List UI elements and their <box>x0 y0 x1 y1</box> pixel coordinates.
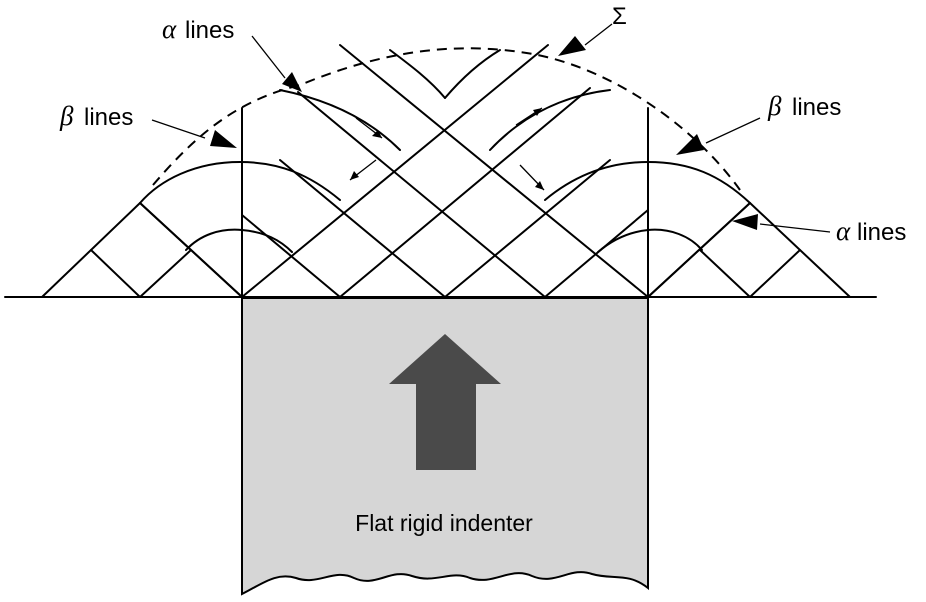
arrowhead-icon <box>210 130 237 148</box>
svg-text:α: α <box>836 216 851 246</box>
shear-indicators <box>349 107 545 191</box>
svg-text:β: β <box>767 91 782 121</box>
svg-text:lines: lines <box>857 219 906 246</box>
label-pointers <box>151 23 831 233</box>
svg-text:lines: lines <box>84 104 133 131</box>
slip-line-mesh <box>41 44 851 298</box>
sigma-boundary <box>152 47 741 191</box>
indenter-caption: Flat rigid indenter <box>355 510 533 536</box>
alpha-lines-label-top: α lines <box>162 14 234 44</box>
arrowhead-icon <box>732 214 758 230</box>
arrowhead-icon <box>676 134 704 155</box>
up-arrow-icon <box>389 334 501 470</box>
svg-text:lines: lines <box>792 94 841 121</box>
arrowhead-icon <box>282 72 302 92</box>
alpha-lines-label-right: α lines <box>836 216 906 246</box>
beta-lines-label-left: β lines <box>59 101 133 131</box>
beta-lines-label-right: β lines <box>767 91 841 121</box>
svg-text:lines: lines <box>185 17 234 44</box>
svg-text:α: α <box>162 14 177 44</box>
arrowhead-icon <box>558 36 586 56</box>
svg-text:β: β <box>59 101 74 131</box>
sigma-label: Σ <box>612 3 627 30</box>
